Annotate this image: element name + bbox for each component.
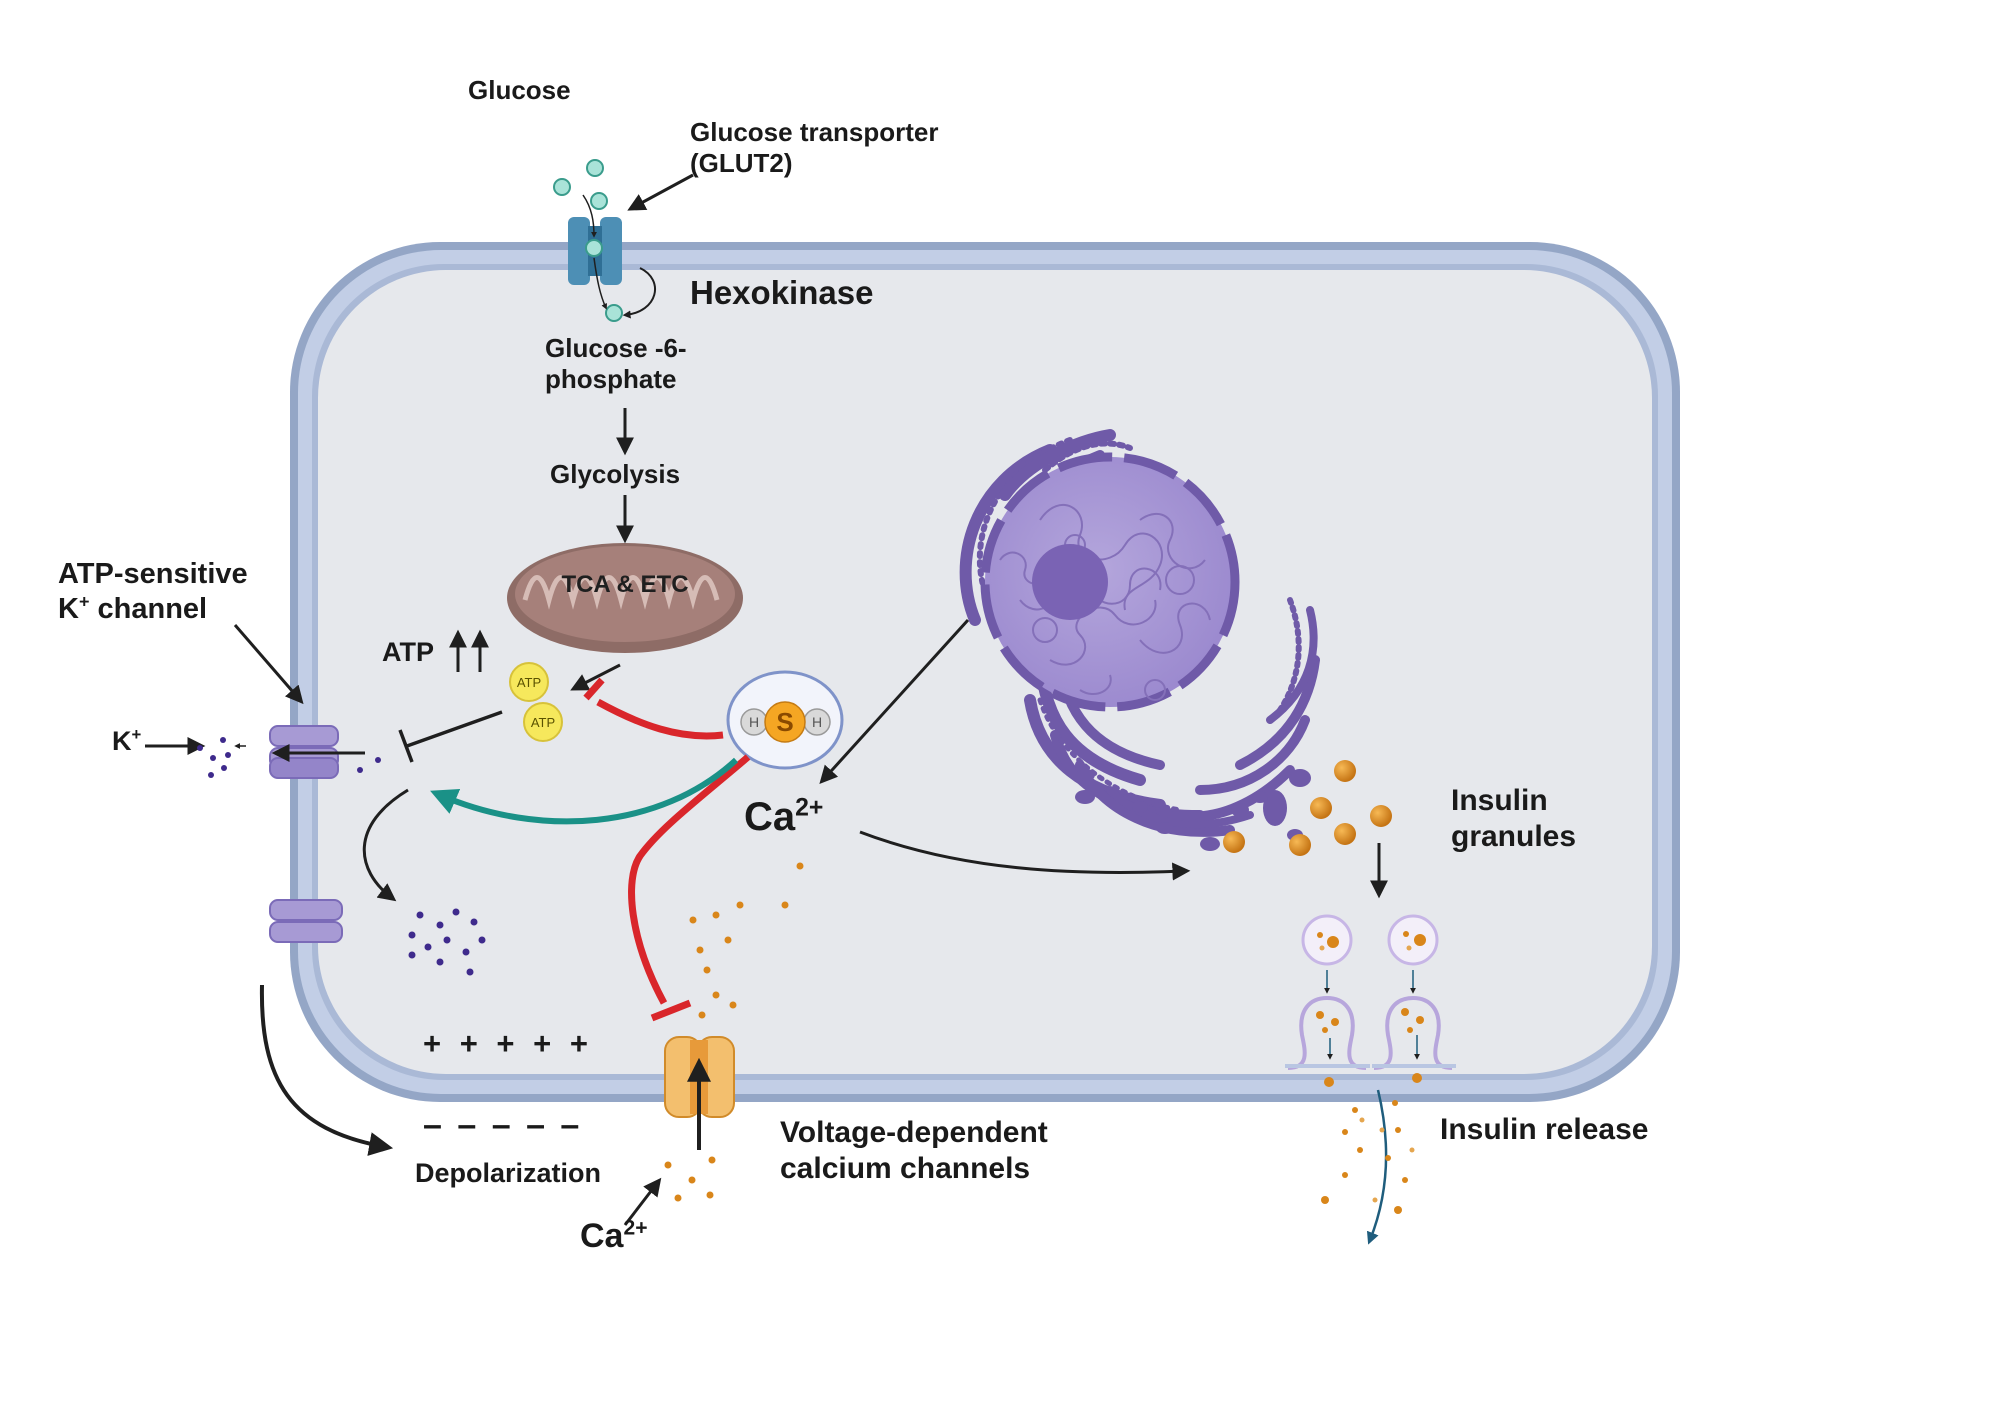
glycolysis-label: Glycolysis: [550, 459, 681, 489]
exocytosis-icon: [1285, 914, 1456, 1087]
atp-molecule-label-2: ATP: [531, 715, 555, 730]
katp-channel-label: ATP-sensitive K+ channel: [58, 557, 248, 627]
negative-charges: – – – – –: [423, 1106, 580, 1144]
tca-to-atp-arrow: [570, 663, 621, 691]
calcium-to-granules-arrow: [859, 830, 1191, 881]
insulin-release-arrow: [1366, 1089, 1388, 1245]
vdcc-label-line2: calcium channels: [780, 1152, 1031, 1185]
katp-closure-arrow: [362, 788, 409, 902]
k-ions-inside: [408, 908, 486, 976]
glut2-label-line2: (GLUT2): [690, 148, 793, 179]
k-ions-outside: [197, 737, 381, 778]
glucose-label: Glucose: [468, 75, 571, 105]
positive-charges: + + + + +: [423, 1026, 588, 1061]
insulin-granule-icon: [1223, 760, 1392, 856]
calcium-inside-label: Ca2+: [744, 794, 824, 839]
glut2-transporter-icon: [553, 159, 657, 322]
insulin-granules-label: Insulin granules: [1451, 783, 1576, 855]
g6p-label-line2: phosphate: [545, 364, 677, 395]
h2s-hydrogen-label-1: H: [749, 714, 759, 730]
katp-label-pointer: [233, 624, 304, 705]
h2s-molecule-icon: [726, 670, 844, 770]
er-to-calcium-arrow: [819, 618, 970, 785]
ca-outside-arrow: [623, 1177, 662, 1226]
er-vesicles: [1075, 769, 1311, 851]
calcium-channel-icon: [664, 1036, 735, 1118]
g6p-label-line1: Glucose -6-: [545, 333, 687, 363]
atp-inhibits-katp: [406, 710, 503, 748]
insulin-granules-line1: Insulin: [1451, 784, 1548, 817]
vdcc-label: Voltage-dependent calcium channels: [780, 1115, 1048, 1187]
depolarization-arrow: [259, 984, 394, 1156]
g6p-label: Glucose -6- phosphate: [545, 333, 687, 395]
atp-molecule-label-1: ATP: [517, 675, 541, 690]
calcium-outside-label: Ca2+: [580, 1216, 648, 1255]
glut2-label: Glucose transporter (GLUT2): [690, 117, 939, 179]
katp-label-line1: ATP-sensitive: [58, 558, 248, 590]
nucleus-icon: [980, 452, 1240, 712]
h2s-sulfur-label: S: [776, 707, 793, 737]
hexokinase-label: Hexokinase: [690, 274, 874, 311]
tca-etc-label: TCA & ETC: [561, 571, 688, 598]
glut2-pointer-arrow: [627, 173, 694, 211]
katp-label-line2: K+ channel: [58, 591, 208, 625]
insulin-granules-line2: granules: [1451, 820, 1577, 853]
cell-membrane: [290, 242, 1680, 1102]
glut2-label-line1: Glucose transporter: [690, 117, 939, 147]
mitochondria-icon: [507, 543, 743, 653]
atp-label: ATP: [382, 637, 434, 667]
released-insulin: [1321, 1100, 1415, 1214]
depolarization-label: Depolarization: [415, 1158, 602, 1188]
k-ion-label: K+: [112, 725, 142, 756]
h2s-inhibits-tca: [596, 698, 724, 740]
atp-icon: [509, 662, 563, 742]
vdcc-label-line1: Voltage-dependent: [780, 1116, 1048, 1149]
h2s-inhibits-vdcc: [628, 754, 751, 1005]
insulin-release-label: Insulin release: [1440, 1113, 1649, 1146]
h2s-activates-katp: [430, 757, 739, 825]
calcium-ions: [664, 862, 804, 1202]
h2s-hydrogen-label-2: H: [812, 714, 822, 730]
closed-channel-icon: [269, 899, 343, 943]
